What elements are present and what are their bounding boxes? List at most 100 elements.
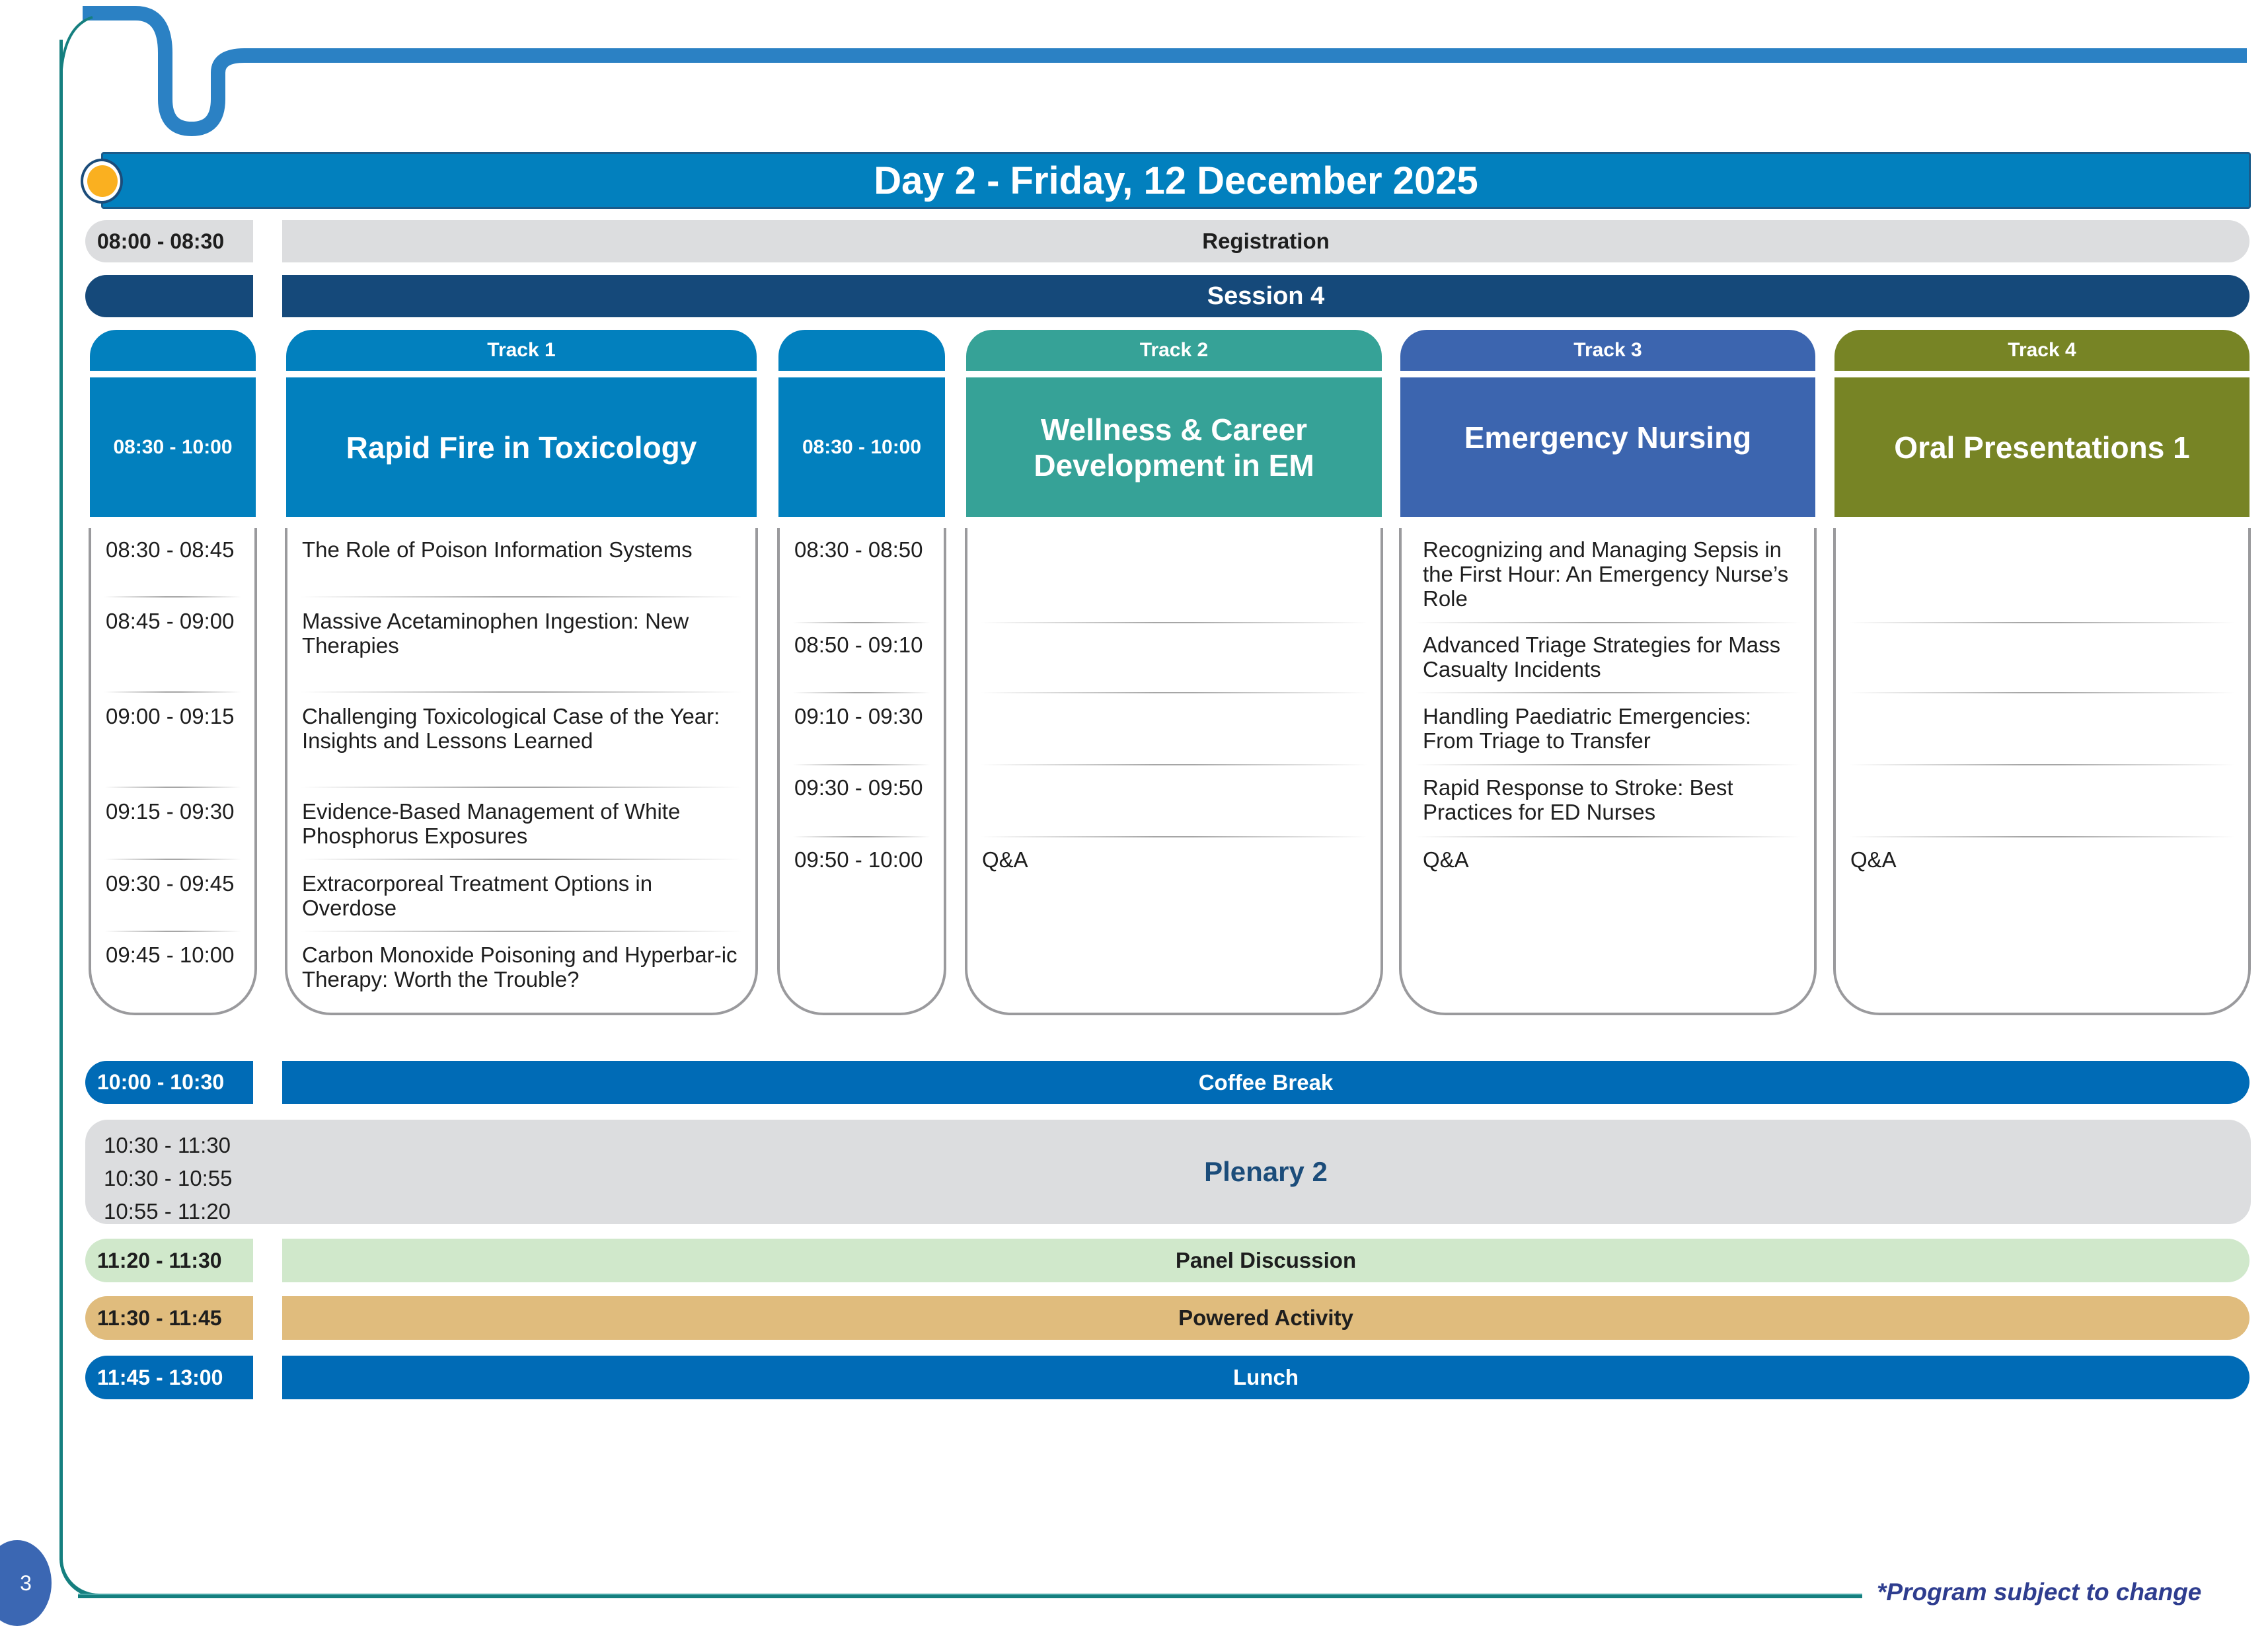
registration-label: Registration bbox=[1202, 229, 1330, 253]
powered-time: 11:30 - 11:45 bbox=[85, 1296, 253, 1340]
time-column-2-body: 08:30 - 08:50 08:50 - 09:10 09:10 - 09:3… bbox=[777, 528, 946, 1015]
registration-bar: Registration bbox=[282, 220, 2249, 262]
row-divider bbox=[104, 859, 241, 860]
track-2-label: Track 2 bbox=[1139, 339, 1209, 361]
coffee-break-time-text: 10:00 - 10:30 bbox=[97, 1070, 225, 1094]
talk-title: The Role of Poison Information Systems bbox=[302, 537, 693, 562]
row-divider bbox=[1415, 836, 1801, 837]
time-column-1-head bbox=[90, 330, 256, 371]
row-divider bbox=[793, 836, 930, 837]
page-frame-corner bbox=[59, 1547, 112, 1598]
registration-time-text: 08:00 - 08:30 bbox=[97, 229, 225, 253]
track-1-body: The Role of Poison Information Systems M… bbox=[285, 528, 758, 1015]
time-column-2-range-text: 08:30 - 10:00 bbox=[802, 436, 922, 458]
panel-discussion-bar: Panel Discussion bbox=[282, 1239, 2249, 1282]
track-3-label: Track 3 bbox=[1573, 339, 1642, 361]
time-slot: 08:45 - 09:00 bbox=[106, 609, 235, 633]
row-divider bbox=[301, 787, 742, 788]
row-divider bbox=[793, 764, 930, 765]
talk-title: Recognizing and Managing Sepsis in the F… bbox=[1423, 537, 1789, 611]
talk-title: Massive Acetaminophen Ingestion: New The… bbox=[302, 609, 689, 658]
talk-title: Rapid Response to Stroke: Best Practices… bbox=[1423, 775, 1733, 824]
row-divider bbox=[104, 596, 241, 598]
track-4-body: Q&A bbox=[1833, 528, 2251, 1015]
row-divider bbox=[301, 691, 742, 693]
row-divider bbox=[1415, 764, 1801, 765]
header-swoosh-decoration bbox=[59, 6, 2247, 137]
time-column-2-head bbox=[778, 330, 945, 371]
time-slot: 09:50 - 10:00 bbox=[794, 847, 923, 872]
row-divider bbox=[104, 787, 241, 788]
track-1-title-box: Rapid Fire in Toxicology bbox=[286, 377, 757, 517]
row-divider bbox=[981, 764, 1367, 765]
row-divider bbox=[981, 622, 1367, 623]
page-number: 3 bbox=[20, 1570, 32, 1595]
row-divider bbox=[104, 691, 241, 693]
coffee-break-label: Coffee Break bbox=[1198, 1069, 1334, 1095]
time-slot: 08:30 - 08:50 bbox=[794, 537, 923, 562]
panel-time-text: 11:20 - 11:30 bbox=[97, 1248, 222, 1272]
track-2-title-box: Wellness & Career Development in EM bbox=[966, 377, 1382, 517]
row-divider bbox=[1415, 622, 1801, 623]
day-title-banner: Day 2 - Friday, 12 December 2025 bbox=[101, 152, 2251, 209]
track-4-title-box: Oral Presentations 1 bbox=[1834, 377, 2249, 517]
time-slot: 09:15 - 09:30 bbox=[106, 799, 235, 824]
track-1-title: Rapid Fire in Toxicology bbox=[346, 430, 697, 465]
talk-title: Extracorporeal Treatment Options in Over… bbox=[302, 871, 653, 920]
registration-time: 08:00 - 08:30 bbox=[85, 220, 253, 262]
coffee-break-time: 10:00 - 10:30 bbox=[85, 1061, 253, 1104]
page-number-badge: 3 bbox=[0, 1540, 52, 1626]
footer-disclaimer: *Program subject to change bbox=[1877, 1578, 2202, 1606]
lunch-label: Lunch bbox=[1233, 1365, 1299, 1389]
plenary-label: Plenary 2 bbox=[1204, 1156, 1328, 1187]
time-slot: 09:45 - 10:00 bbox=[106, 943, 235, 967]
talk-title: Q&A bbox=[1850, 847, 1897, 872]
lunch-bar: Lunch bbox=[282, 1356, 2249, 1399]
time-column-1-body: 08:30 - 08:45 08:45 - 09:00 09:00 - 09:1… bbox=[89, 528, 257, 1015]
row-divider bbox=[1849, 836, 2235, 837]
talk-title: Handling Paediatric Emergencies: From Tr… bbox=[1423, 704, 1752, 753]
time-slot: 08:30 - 08:45 bbox=[106, 537, 235, 562]
time-column-1-range: 08:30 - 10:00 bbox=[90, 377, 256, 517]
talk-title: Advanced Triage Strategies for Mass Casu… bbox=[1423, 633, 1781, 681]
plenary-time: 10:30 - 11:30 bbox=[104, 1133, 231, 1157]
powered-activity-bar: Powered Activity bbox=[282, 1296, 2249, 1340]
row-divider bbox=[104, 931, 241, 932]
page-frame-bottom-line bbox=[78, 1594, 1862, 1598]
session-bar: Session 4 bbox=[282, 275, 2249, 317]
plenary-time: 10:30 - 10:55 bbox=[104, 1166, 233, 1190]
track-1-label: Track 1 bbox=[487, 339, 556, 361]
track-3-title: Emergency Nursing bbox=[1464, 420, 1752, 455]
row-divider bbox=[1415, 692, 1801, 693]
row-divider bbox=[301, 931, 742, 932]
talk-title: Evidence-Based Management of White Phosp… bbox=[302, 799, 681, 848]
track-2-title: Wellness & Career Development in EM bbox=[1034, 412, 1314, 483]
row-divider bbox=[1849, 764, 2235, 765]
plenary-time: 10:55 - 11:20 bbox=[104, 1199, 231, 1223]
row-divider bbox=[301, 859, 742, 860]
plenary-block: 10:30 - 11:30 10:30 - 10:55 10:55 - 11:2… bbox=[85, 1120, 2251, 1224]
session-time-pill bbox=[85, 275, 253, 317]
time-slot: 08:50 - 09:10 bbox=[794, 633, 923, 657]
row-divider bbox=[981, 692, 1367, 693]
coffee-break-bar: Coffee Break bbox=[282, 1061, 2249, 1104]
talk-title: Carbon Monoxide Poisoning and Hyperbar-i… bbox=[302, 943, 737, 991]
track-3-title-box: Emergency Nursing bbox=[1400, 377, 1815, 517]
row-divider bbox=[981, 836, 1367, 837]
page-title: Day 2 - Friday, 12 December 2025 bbox=[874, 159, 1478, 202]
track-4-title: Oral Presentations 1 bbox=[1894, 430, 2190, 465]
row-divider bbox=[1849, 692, 2235, 693]
track-1-header: Track 1 bbox=[286, 330, 757, 371]
title-bullet-dot-icon bbox=[87, 165, 118, 197]
time-slot: 09:00 - 09:15 bbox=[106, 704, 235, 728]
track-4-header: Track 4 bbox=[1834, 330, 2249, 371]
time-column-2-range: 08:30 - 10:00 bbox=[778, 377, 945, 517]
row-divider bbox=[301, 596, 742, 598]
row-divider bbox=[793, 622, 930, 623]
talk-title: Q&A bbox=[1423, 847, 1469, 872]
row-divider bbox=[793, 692, 930, 693]
talk-title: Challenging Toxicological Case of the Ye… bbox=[302, 704, 720, 753]
track-2-header: Track 2 bbox=[966, 330, 1382, 371]
track-4-label: Track 4 bbox=[2008, 339, 2076, 361]
lunch-time-text: 11:45 - 13:00 bbox=[97, 1365, 223, 1389]
